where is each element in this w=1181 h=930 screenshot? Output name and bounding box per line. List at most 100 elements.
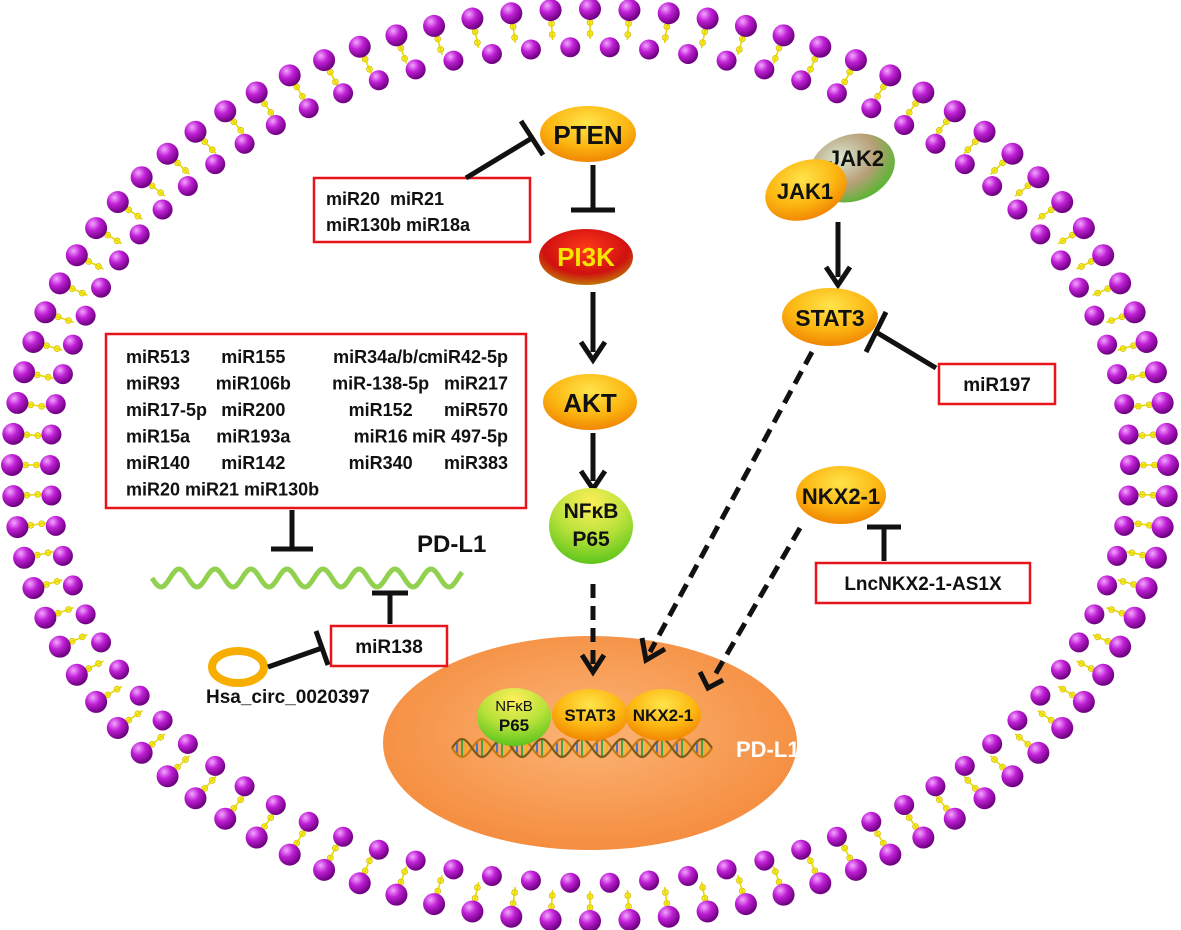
lipid-head [1123, 301, 1146, 324]
lipid-head [639, 39, 660, 60]
lipid-tail-link [327, 842, 339, 864]
lipid-head [368, 70, 389, 91]
lipid-tail-link [511, 21, 517, 44]
lipid-head [41, 424, 62, 445]
lipid-tail-link [700, 881, 707, 904]
lipid-head [618, 908, 641, 930]
lipid-tail-link [473, 26, 480, 49]
lipid-tail-link [935, 794, 951, 814]
lipid-head [678, 43, 699, 64]
pdl1-mirna-item: miR142 [221, 453, 285, 473]
lipid-head [1114, 515, 1135, 536]
lipid-head [657, 905, 680, 928]
pdl1-mirna-item: miR93 [126, 374, 180, 394]
lipid-head [520, 870, 541, 891]
lipid-tail-link [1132, 403, 1155, 408]
nkx21-node [796, 466, 886, 524]
lipid-tail-link [147, 733, 166, 749]
lipid-head [348, 35, 371, 58]
lipid-head [6, 391, 29, 414]
lipid-head [278, 843, 301, 866]
lipid-head [184, 787, 207, 810]
lipid-head [1118, 485, 1139, 506]
lipid-tail-link [737, 33, 745, 56]
nkx21-nucleus-arrowhead [697, 670, 725, 692]
lipid-tail-link [772, 866, 782, 888]
lipid-head [85, 217, 108, 240]
lipid-tail-link [83, 660, 104, 672]
lipid-tail-link [398, 42, 408, 64]
pdl1-mirna-item: miR20 miR21 miR130b [126, 480, 319, 500]
lipid-head [500, 905, 523, 928]
lipid-head [539, 0, 562, 22]
lipid-head [1027, 741, 1050, 764]
pdl1-mirna-item: miR513 [126, 347, 190, 367]
lnc-label: LncNKX2-1-AS1X [844, 574, 1002, 595]
pi3k-label: PI3K [557, 242, 615, 272]
lipid-head [481, 866, 502, 887]
pdl1-mirna-item: miR340 [349, 453, 413, 473]
lipid-head [1097, 334, 1118, 355]
lipid-head [22, 577, 45, 600]
lipid-head [809, 35, 832, 58]
lipid-head [1001, 142, 1024, 165]
lipid-tail-link [935, 116, 951, 136]
lipid-head [754, 850, 775, 871]
lipid-head [599, 872, 620, 893]
lipid-head [6, 516, 29, 539]
lipid-head [91, 277, 112, 298]
lipid-head [205, 755, 226, 776]
nuc-nfkb-p65-node [477, 688, 551, 746]
pdl1-mirna-item: miR140 [126, 453, 190, 473]
lipid-head [772, 883, 795, 906]
lipid-head [1097, 575, 1118, 596]
lipid-head [91, 632, 112, 653]
lipid-head [109, 250, 130, 271]
lipid-head [45, 394, 66, 415]
lipid-tail-link [807, 855, 818, 877]
lipid-tail-link [102, 685, 123, 699]
lipid-tail-link [435, 33, 443, 56]
lipid-head [40, 455, 60, 475]
lipid-tail-link [293, 81, 306, 102]
lipid-head [62, 334, 83, 355]
pdl1-mirna-item: miR193a [216, 427, 291, 447]
lipid-tail-link [989, 755, 1008, 772]
lipid-head [13, 546, 36, 569]
lipid-head [152, 710, 173, 731]
lipid-head [41, 485, 62, 506]
lipid-head [734, 893, 757, 916]
pdl1-mirna-item: miR217 [444, 374, 508, 394]
lipid-head [894, 115, 915, 136]
mir138-label: miR138 [355, 637, 423, 658]
lipid-head [1068, 277, 1089, 298]
lipid-tail-link [229, 794, 245, 814]
lipid-tail-link [700, 26, 707, 49]
lipid-head [696, 900, 719, 923]
lipid-tail-link [1126, 373, 1149, 380]
lipid-head [13, 361, 36, 384]
lipid-tail-link [989, 158, 1008, 175]
lipid-head [861, 98, 882, 119]
lipid-head [1068, 632, 1089, 653]
lipid-tail-link [260, 812, 275, 832]
lipid-head [177, 733, 198, 754]
lipid-tail-link [147, 181, 166, 197]
nkx21-label: NKX2-1 [802, 484, 880, 509]
lipid-tail-link [25, 522, 48, 527]
nuc-nfkb-label: NFκB [495, 698, 533, 715]
pdl1-mirna-item: miR-138-5p [332, 374, 429, 394]
lipid-tail-link [1014, 181, 1033, 197]
lipid-tail-link [83, 258, 104, 270]
lipid-head [1123, 606, 1146, 629]
lipid-head [879, 843, 902, 866]
lipid-head [214, 100, 237, 123]
lipid-head [1084, 604, 1105, 625]
nuc-pdl1-label: PD-L1 [736, 737, 800, 762]
stat3-node [782, 288, 878, 346]
lipid-head [791, 70, 812, 91]
lipid-head [500, 2, 523, 25]
lipid-head [1109, 272, 1132, 295]
lipid-tail-link [1136, 433, 1159, 437]
lipid-head [943, 807, 966, 830]
